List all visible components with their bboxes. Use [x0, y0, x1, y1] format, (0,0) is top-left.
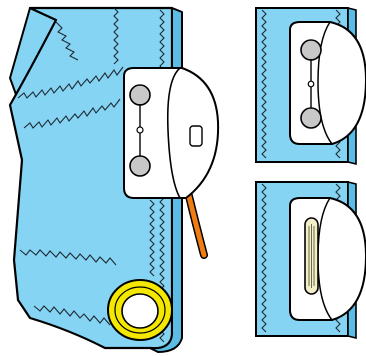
- grommet-icon: [108, 280, 172, 340]
- snap-fastener-icon: [124, 68, 218, 198]
- fastener-knob-top: [130, 85, 150, 105]
- detail-fastener-knobs-icon: [256, 8, 366, 164]
- fastener-knob-bottom: [130, 156, 150, 176]
- detail-fastener-bartack-icon: [256, 182, 366, 338]
